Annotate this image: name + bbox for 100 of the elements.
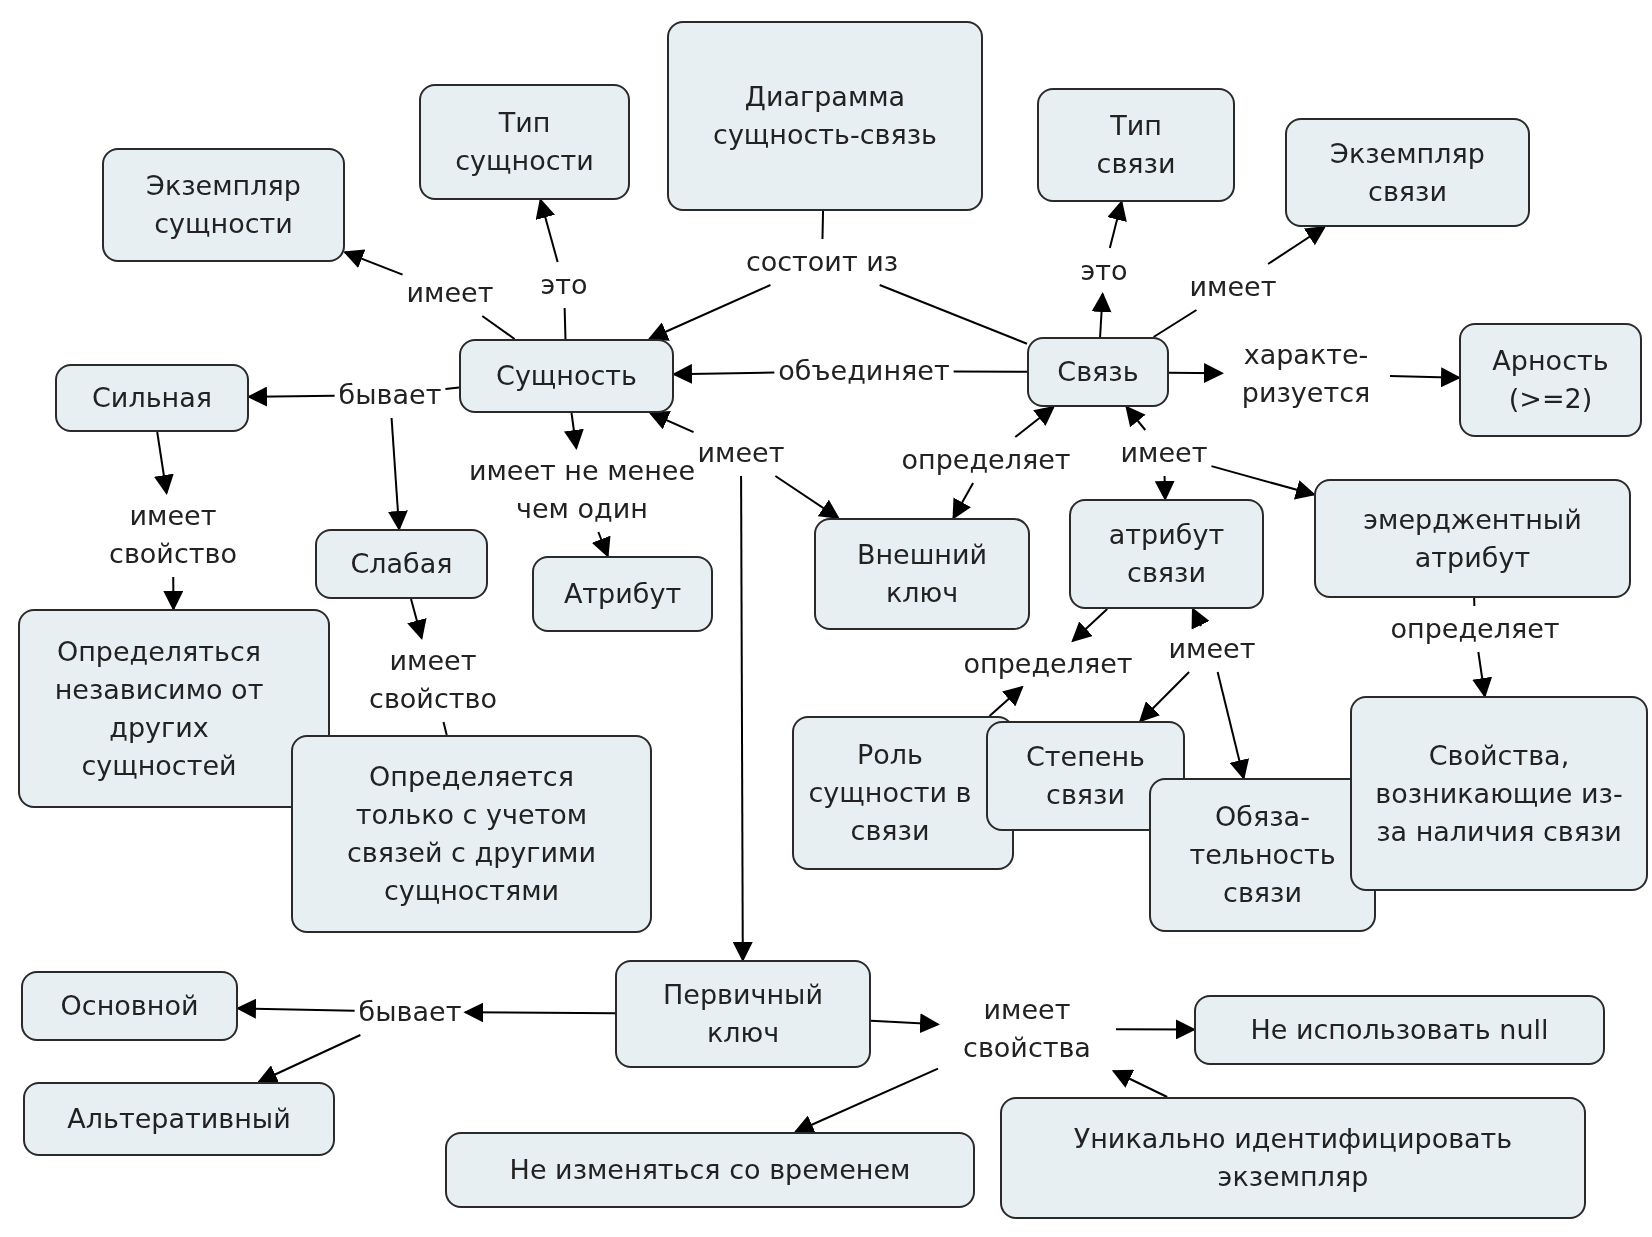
concept-label: Определяться независимо от других сущностей <box>53 634 265 783</box>
concept-box <box>1027 337 1169 407</box>
arrow <box>1216 671 1250 780</box>
concept-label: Диаграмма сущность-связь <box>712 80 938 152</box>
concept-box <box>667 21 983 211</box>
concept-label: Экземпляр сущности <box>145 169 302 241</box>
arrow <box>236 998 356 1019</box>
concept-label: Степень связи <box>1025 740 1146 812</box>
concept-box <box>1037 88 1235 202</box>
concept-box <box>21 971 238 1041</box>
concept-label: Тип связи <box>1095 109 1177 181</box>
link-phrase: бывает <box>338 378 442 412</box>
arrow <box>1014 405 1055 438</box>
arrow <box>1107 200 1127 249</box>
concept-box <box>1149 778 1376 932</box>
link-phrase: имеет свойство <box>108 499 238 571</box>
arrow <box>952 482 975 520</box>
concept-box <box>814 518 1030 630</box>
link-phrase: имеет свойство <box>368 644 498 716</box>
concept-label: Свойства, возникающие из-за наличия связи <box>1374 738 1624 849</box>
arrow <box>1111 1069 1169 1098</box>
concept-label: Связь <box>1057 355 1139 389</box>
arrow <box>870 1013 940 1034</box>
concept-box <box>1194 995 1605 1065</box>
connector-line <box>821 210 825 240</box>
concept-label: Первичный ключ <box>662 978 824 1050</box>
arrow <box>591 531 611 558</box>
arrow <box>343 249 404 276</box>
connector-line <box>481 315 516 340</box>
arrow <box>1267 225 1327 265</box>
concept-box <box>615 960 871 1068</box>
concept-box <box>1000 1097 1586 1219</box>
arrow <box>153 431 174 495</box>
concept-label: Внешний ключ <box>855 538 989 610</box>
concept-label: эмерджентный атрибут <box>1362 502 1583 575</box>
concept-box <box>23 1082 335 1156</box>
link-phrase: определяет <box>1390 612 1560 646</box>
link-phrase: имеет <box>1168 632 1256 666</box>
link-phrase: характе- ризуется <box>1240 338 1372 410</box>
link-phrase: имеет <box>1120 436 1208 470</box>
link-phrase: имеет свойства <box>962 993 1092 1065</box>
arrow <box>793 1067 939 1134</box>
link-phrase: бывает <box>358 995 462 1029</box>
link-phrase: объединяет <box>778 354 950 388</box>
arrow <box>407 598 427 640</box>
concept-label: Сущность <box>496 359 637 393</box>
concept-box <box>459 339 674 413</box>
arrow <box>1191 607 1210 630</box>
concept-label: Уникально идентифицировать экземпляр <box>1072 1122 1514 1194</box>
connector-line <box>952 370 1028 373</box>
concept-label: Определяется только с учетом связей с другими сущностями <box>346 760 597 908</box>
concept-box <box>986 721 1185 831</box>
concept-label: Обяза- тельность связи <box>1188 800 1337 910</box>
arrow <box>1138 671 1191 723</box>
concept-box <box>1314 479 1631 598</box>
concept-label: Экземпляр связи <box>1329 136 1486 209</box>
arrow <box>163 576 184 611</box>
link-phrase: это <box>1080 254 1128 288</box>
concept-box <box>792 716 1014 870</box>
arrow <box>1472 651 1493 698</box>
concept-label: Атрибут <box>563 577 682 611</box>
connector-line <box>1152 309 1198 338</box>
arrow <box>1071 608 1109 643</box>
concept-box <box>419 84 630 200</box>
concept-box <box>102 148 345 262</box>
arrow <box>1168 363 1224 383</box>
arrow <box>647 284 772 341</box>
concept-box <box>1285 118 1530 227</box>
arrow <box>257 1034 362 1084</box>
concept-label: Альтеративный <box>67 1102 291 1136</box>
concept-label: Арность (>=2) <box>1491 344 1610 416</box>
concept-label: Тип сущности <box>454 106 595 178</box>
link-phrase: имеет <box>406 276 494 310</box>
arrow <box>672 363 776 384</box>
arrow <box>247 386 336 407</box>
arrow <box>774 475 840 520</box>
connector-line <box>878 284 1028 345</box>
concept-box <box>1350 696 1648 891</box>
connector-line <box>444 386 460 391</box>
arrow <box>1389 367 1461 388</box>
connector-line <box>1473 597 1476 607</box>
concept-box <box>55 364 249 432</box>
concept-box <box>1069 499 1264 609</box>
arrow <box>387 417 408 531</box>
concept-label: Слабая <box>350 547 453 581</box>
concept-label: Не изменяться со временем <box>509 1153 911 1187</box>
link-phrase: определяет <box>901 443 1071 477</box>
concept-box <box>445 1132 975 1208</box>
concept-box <box>291 735 652 933</box>
concept-label: Роль сущности в связи <box>807 738 973 848</box>
concept-label: Основной <box>60 989 199 1023</box>
link-phrase: состоит из <box>745 245 899 279</box>
arrow <box>732 475 753 962</box>
concept-label: Не использовать null <box>1250 1013 1549 1047</box>
concept-box <box>532 556 713 632</box>
connector-line <box>442 721 448 736</box>
arrow <box>1115 1019 1196 1040</box>
concept-box <box>315 529 488 599</box>
link-phrase: имеет не менее чем один <box>467 454 697 526</box>
connector-line <box>563 307 567 340</box>
